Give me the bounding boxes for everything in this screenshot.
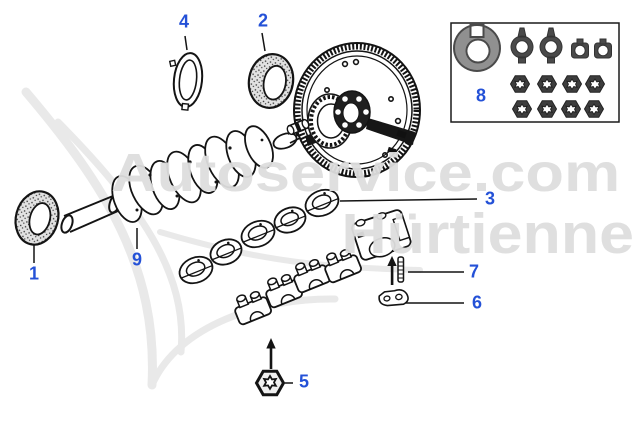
cap-arrow-right <box>387 256 397 285</box>
callout-7[interactable]: 7 <box>468 261 480 282</box>
callout-5[interactable]: 5 <box>298 371 310 392</box>
lock-plate <box>378 289 409 307</box>
front-crankshaft-seal <box>14 190 60 246</box>
kit-seal <box>453 23 501 72</box>
callout-3[interactable]: 3 <box>484 188 496 209</box>
pilot-bushing <box>286 118 310 136</box>
main-bearing-caps <box>234 248 362 326</box>
background-logo-swoosh <box>21 87 423 390</box>
parts-kit-box <box>450 22 620 123</box>
flywheel <box>286 42 421 178</box>
thrust-washer <box>161 52 204 111</box>
callout-1[interactable]: 1 <box>28 263 40 284</box>
callout-8[interactable]: 8 <box>475 85 487 106</box>
main-bearing-shells <box>178 188 340 285</box>
crankshaft <box>60 125 307 234</box>
cap-arrow-left <box>266 338 276 369</box>
callout-4[interactable]: 4 <box>178 11 190 32</box>
kit-lock-nuts <box>509 75 606 118</box>
leader-lines <box>33 32 478 384</box>
kit-lock-tabs <box>510 27 612 64</box>
callout-2[interactable]: 2 <box>257 10 269 31</box>
rear-main-cap <box>351 209 412 261</box>
hex-lock-nut <box>254 369 286 397</box>
callout-6[interactable]: 6 <box>471 292 483 313</box>
flywheel-hub <box>333 90 371 134</box>
callout-9[interactable]: 9 <box>131 249 143 270</box>
dowel-pin <box>397 256 405 283</box>
rear-crankshaft-seal <box>247 53 295 109</box>
